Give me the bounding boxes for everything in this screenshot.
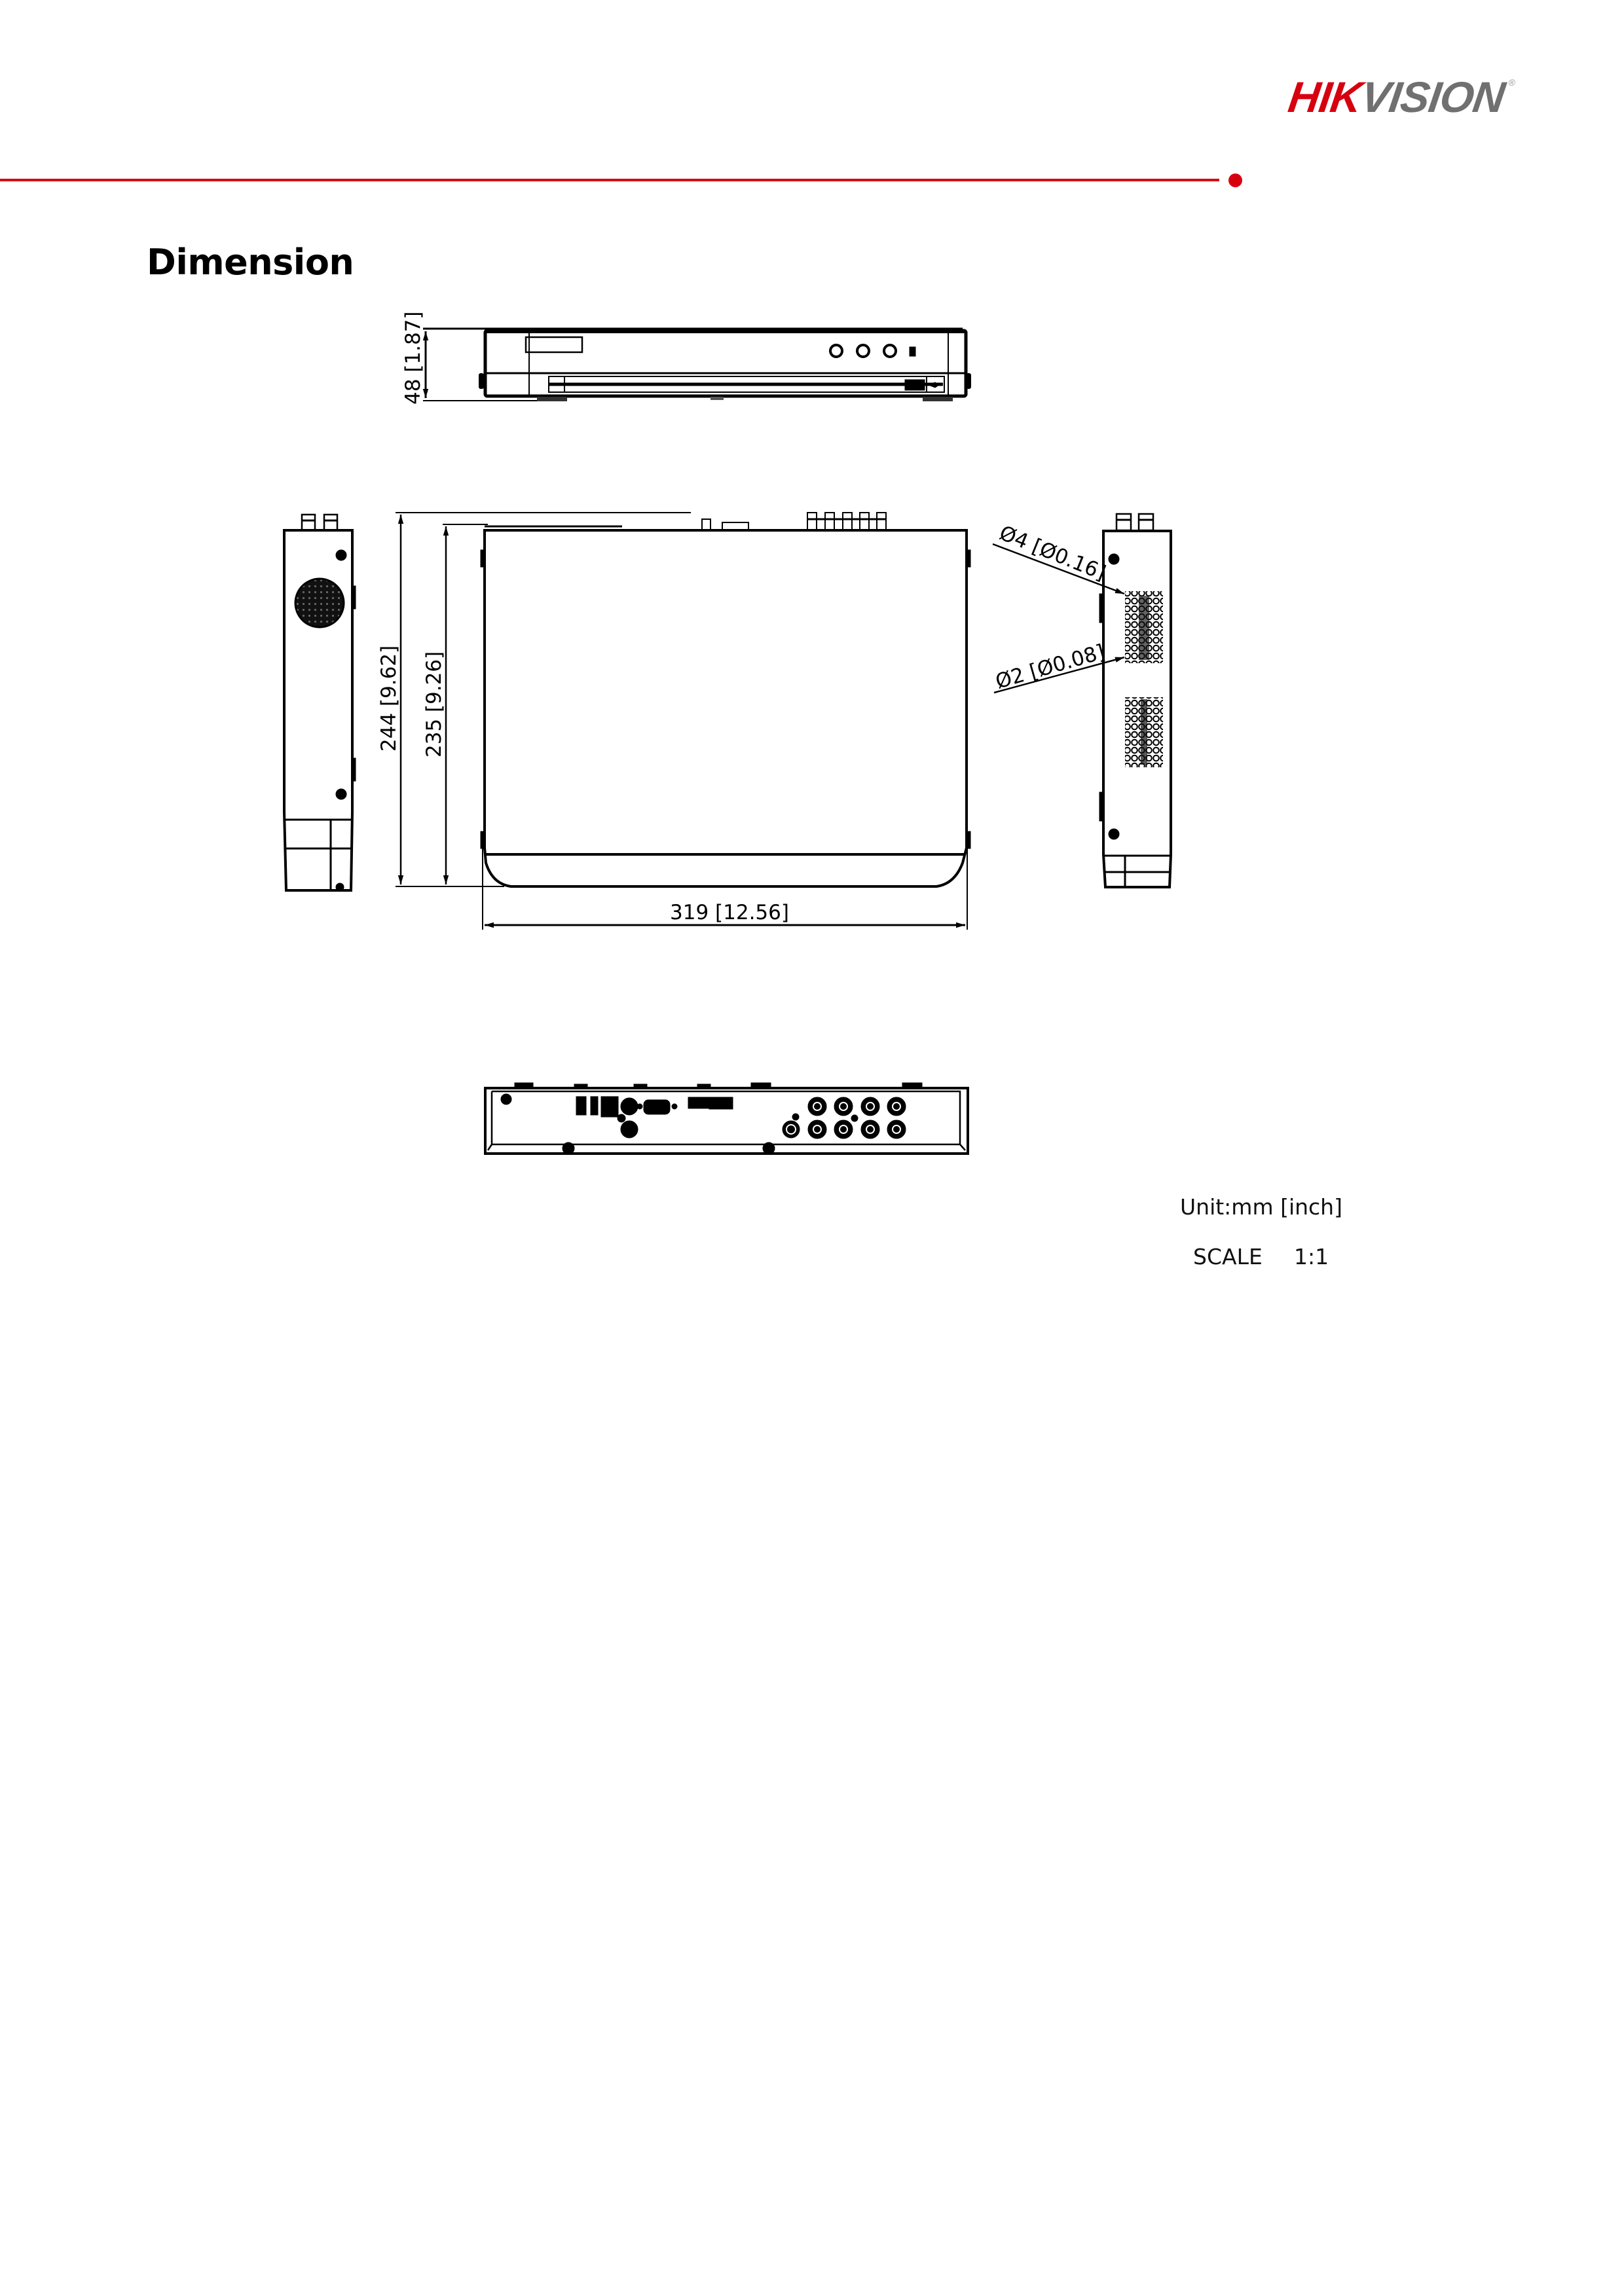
- right-side-view: [992, 513, 1172, 888]
- large-hole-label: Ø4 [Ø0.16]: [996, 521, 1109, 585]
- front-view: [422, 327, 971, 401]
- page-title: Dimension: [147, 242, 354, 283]
- top-view: [396, 512, 971, 930]
- scale-label: SCALE: [1193, 1244, 1263, 1269]
- overall-depth-label: 244 [9.62]: [377, 646, 401, 752]
- rear-view: [484, 1082, 969, 1155]
- unit-note: Unit:mm [inch]: [1180, 1194, 1342, 1220]
- header-rule: [0, 179, 1219, 181]
- header-rule-dot: [1228, 173, 1242, 187]
- width-label: 319 [12.56]: [670, 901, 789, 924]
- small-hole-label: Ø2 [Ø0.08]: [993, 640, 1107, 694]
- left-side-view: [283, 513, 356, 892]
- scale-value: 1:1: [1294, 1244, 1329, 1269]
- body-depth-label: 235 [9.26]: [422, 651, 446, 757]
- front-height-label: 48 [1.87]: [401, 311, 425, 405]
